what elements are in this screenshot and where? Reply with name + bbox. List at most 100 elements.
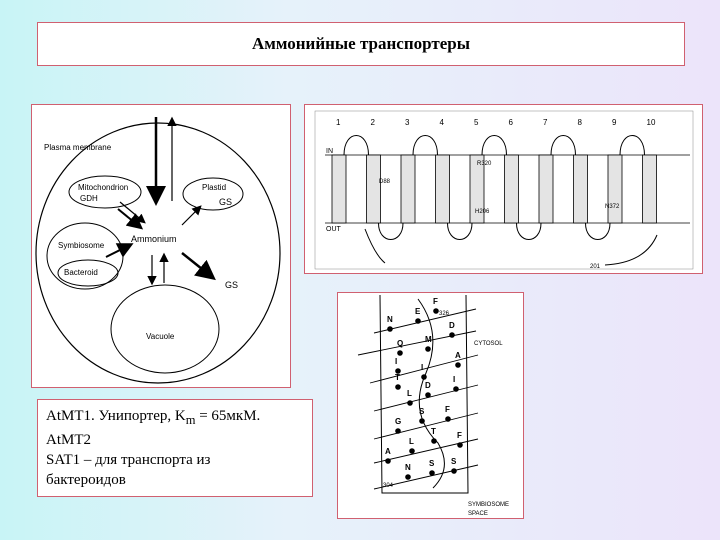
- residue-letter: L: [407, 389, 412, 398]
- loop-8: [585, 222, 611, 240]
- helix-number-7: 7: [543, 118, 548, 127]
- residue-dot: [455, 362, 461, 368]
- caption-line-1-b: = 65мкМ.: [195, 408, 261, 424]
- loop-4: [447, 222, 473, 240]
- cytosol-label: CYTOSOL: [474, 341, 503, 347]
- start-residue: 326: [439, 311, 450, 317]
- in-label: IN: [326, 148, 333, 155]
- symbiosome-arrow: [105, 243, 134, 258]
- helix-1: [331, 154, 347, 224]
- symbiosome-space-label-2: SPACE: [468, 511, 488, 517]
- residue-dot: [425, 392, 431, 398]
- residue-letter: A: [455, 351, 461, 360]
- caption-line-2: AtMT2: [46, 432, 91, 448]
- helix-number-5: 5: [474, 118, 479, 127]
- cell-diagram: Plasma membrane Mitochondrion GDH Plasti…: [35, 116, 281, 384]
- residue-letter: D: [425, 381, 431, 390]
- gs-arrow: [181, 252, 216, 281]
- helix-cross-lines: [357, 308, 479, 490]
- residue-letter: S: [419, 407, 425, 416]
- helix-number-1: 1: [336, 118, 341, 127]
- symbiosome-label: Symbiosome: [58, 241, 105, 250]
- residue-dot: [405, 474, 411, 480]
- plastid: [182, 177, 244, 211]
- symbiosome-space-label-1: SYMBIOSOME: [468, 502, 509, 508]
- loop-7: [550, 135, 576, 156]
- residue-letter: I: [453, 375, 455, 384]
- residue-letter: D: [449, 321, 455, 330]
- ammonium-label: Ammonium: [131, 234, 177, 244]
- title-box: Аммонийные транспортеры: [37, 22, 685, 66]
- residue-dot: [387, 326, 393, 332]
- residue-dot: [421, 374, 427, 380]
- loop-5: [481, 135, 507, 156]
- mito-arrow: [119, 201, 146, 224]
- residue-letter: M: [425, 335, 432, 344]
- mito-arrow-2: [117, 208, 144, 230]
- loop-6: [516, 222, 542, 240]
- residue-d88: D88: [379, 179, 391, 185]
- cell-outline: [35, 122, 281, 384]
- helix-number-8: 8: [578, 118, 583, 127]
- helix-7: [538, 154, 554, 224]
- helix-number-3: 3: [405, 118, 410, 127]
- residue-letter: F: [457, 431, 462, 440]
- residue-dot: [449, 332, 455, 338]
- helix-number-6: 6: [509, 118, 514, 127]
- helix-inner-path: [417, 298, 445, 489]
- residue-dot: [409, 448, 415, 454]
- residue-dot: [451, 468, 457, 474]
- slide-title: Аммонийные транспортеры: [252, 34, 470, 53]
- residue-dot: [395, 368, 401, 374]
- bacteroid-label: Bacteroid: [64, 268, 98, 277]
- loop-1: [343, 135, 369, 156]
- residue-dot: [445, 416, 451, 422]
- residue-letter: S: [429, 459, 435, 468]
- caption-line-1-a: AtMT1. Унипортер, K: [46, 408, 186, 424]
- residue-dot: [457, 442, 463, 448]
- residue-dot: [385, 458, 391, 464]
- vacuole: [110, 284, 220, 374]
- residue-letter: F: [445, 405, 450, 414]
- helix-outline: [379, 294, 469, 494]
- residue-n372: N372: [605, 204, 620, 210]
- residue-dot: [397, 350, 403, 356]
- caption-line-1: AtMT1. Унипортер, Km = 65мкМ.: [46, 406, 304, 430]
- residue-dot: [395, 384, 401, 390]
- helix-2: [366, 154, 381, 224]
- residue-letter: T: [431, 427, 436, 436]
- vacuole-label: Vacuole: [146, 332, 175, 341]
- bacteroid: [57, 259, 119, 287]
- helix-4: [435, 154, 450, 224]
- residue-dot: [431, 438, 437, 444]
- plastid-label: Plastid: [202, 183, 226, 192]
- residue-h206: H206: [475, 209, 490, 215]
- residue-dot: [429, 470, 435, 476]
- residue-dot: [407, 400, 413, 406]
- residue-dot: [453, 386, 459, 392]
- plastid-gs-label: GS: [219, 197, 232, 207]
- plasma-membrane-label: Plasma membrane: [44, 143, 112, 152]
- loop-2: [378, 222, 404, 240]
- residue-letter: T: [395, 373, 400, 382]
- residue-201: 201: [590, 264, 601, 270]
- caption-line-4: бактероидов: [46, 472, 126, 488]
- loop-3: [412, 135, 438, 156]
- caption-line-3: SAT1 – для транспорта из: [46, 452, 211, 468]
- helix-number-2: 2: [371, 118, 376, 127]
- residue-dot: [415, 318, 421, 324]
- loop-group: [343, 135, 645, 240]
- out-label: OUT: [326, 226, 342, 233]
- helix-9: [607, 154, 623, 224]
- residue-dot: [425, 346, 431, 352]
- mitochondrion: [68, 175, 142, 209]
- helix-10: [642, 154, 657, 224]
- symbiosome: [46, 222, 124, 290]
- helix-5: [469, 154, 485, 224]
